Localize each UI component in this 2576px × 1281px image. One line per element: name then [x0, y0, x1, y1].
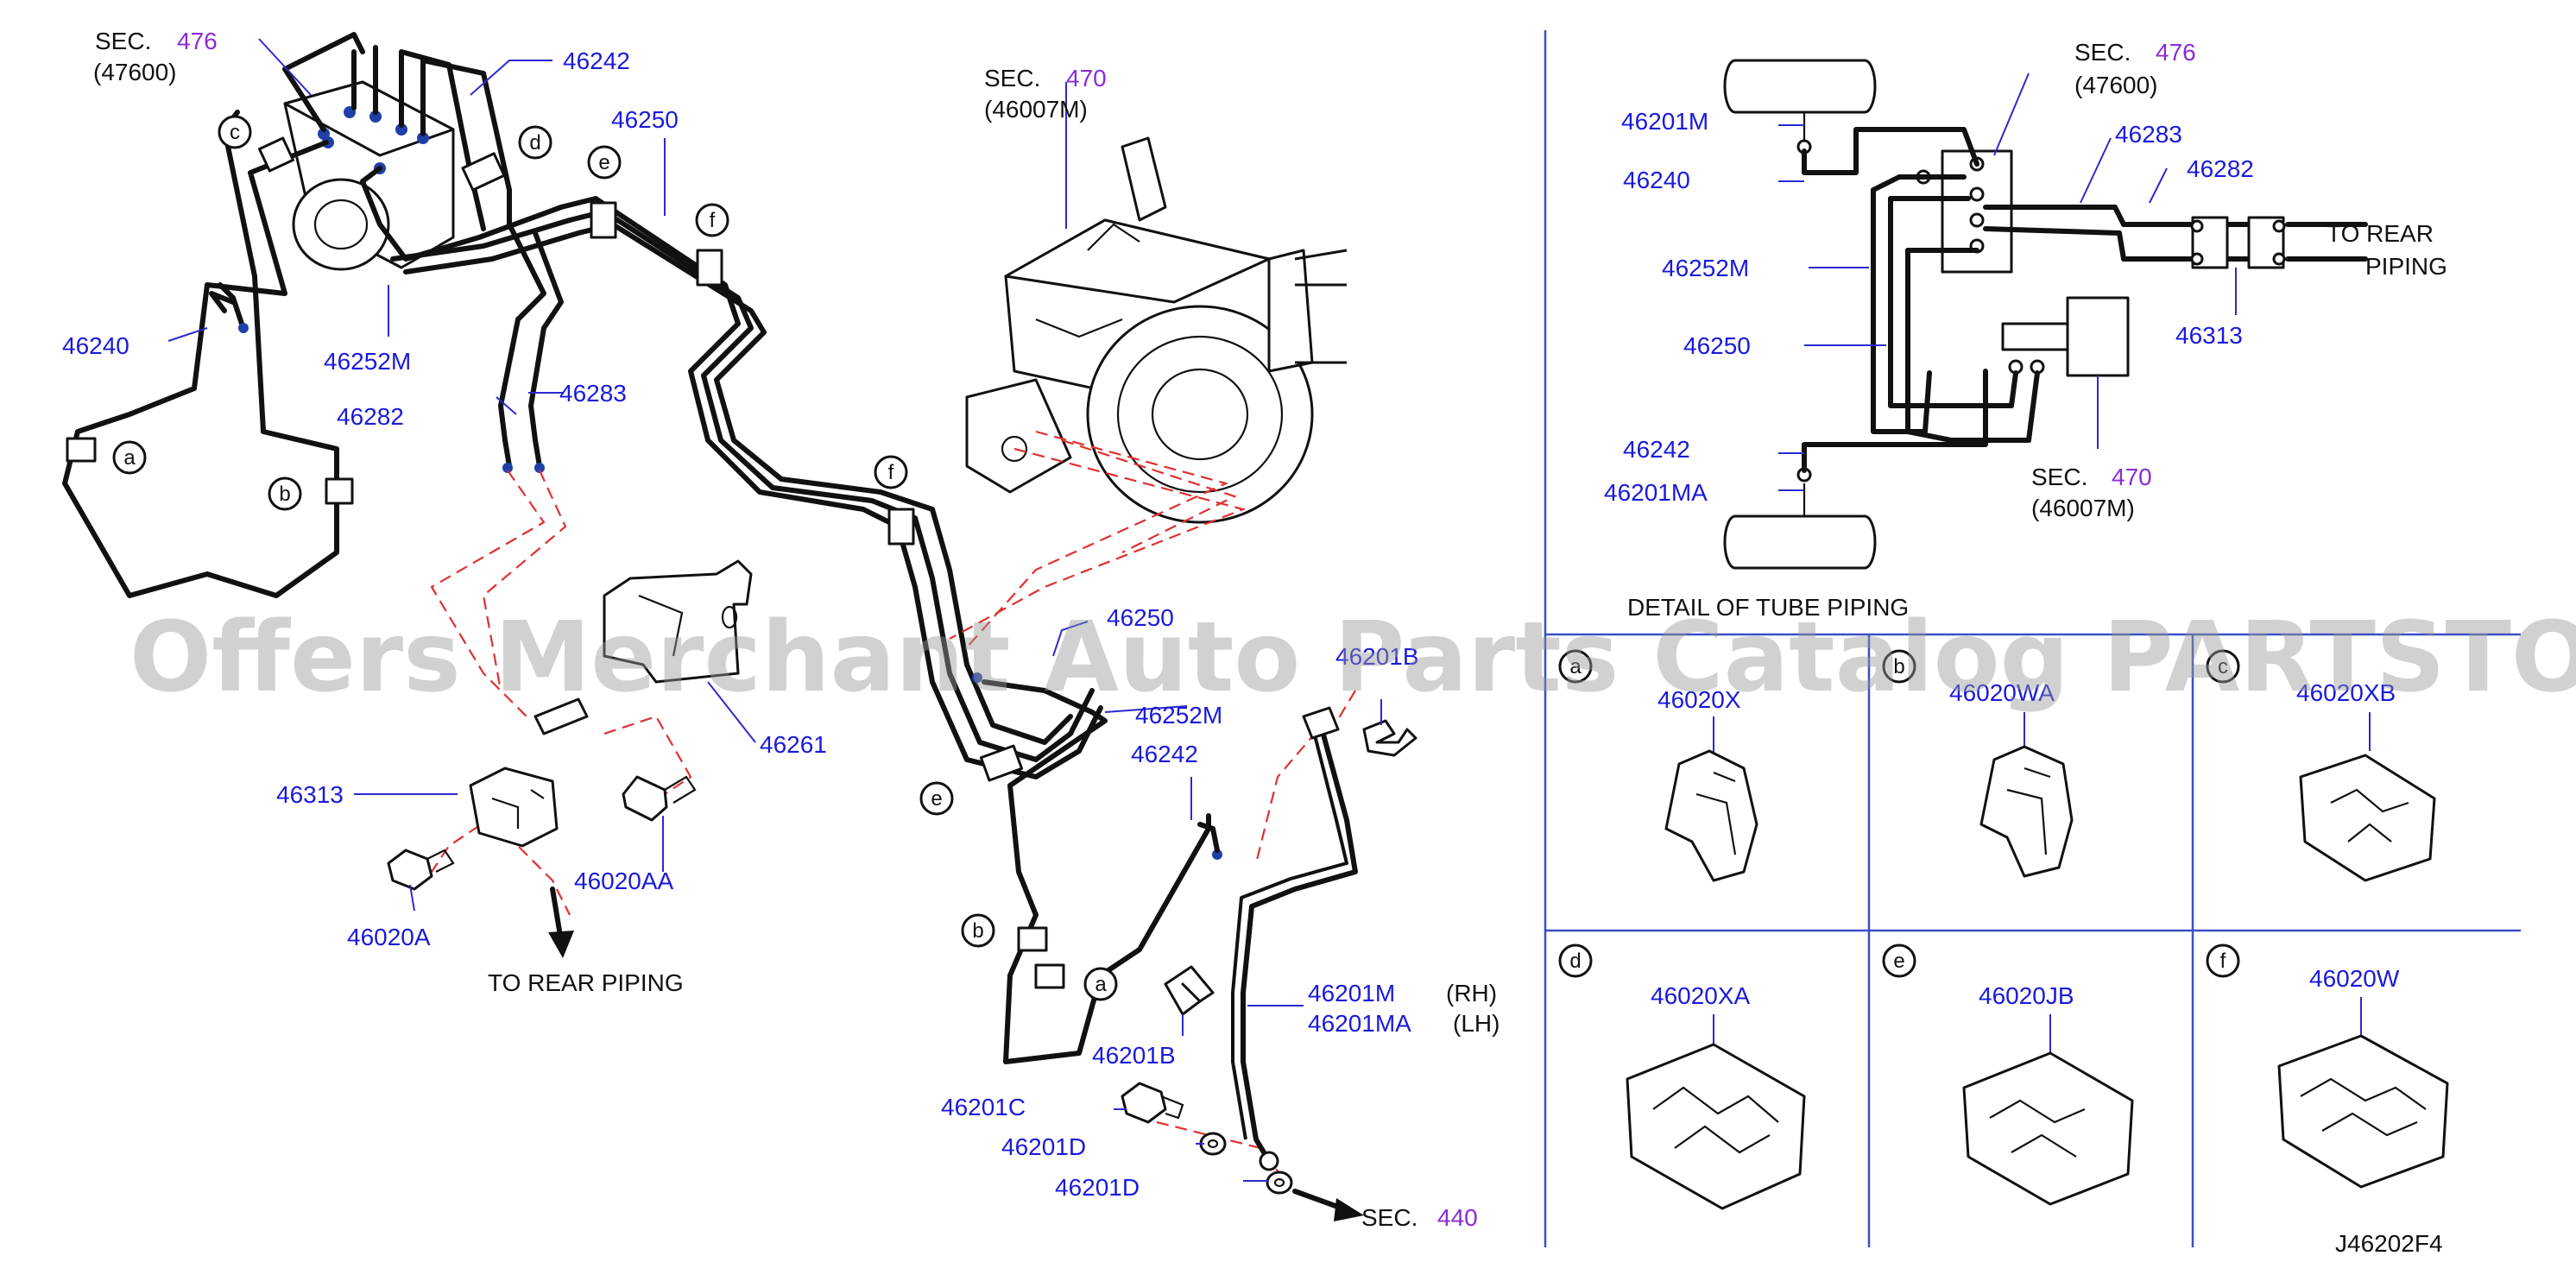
clip-a-part: 46020X	[1657, 686, 1741, 713]
sec-470-prefix: SEC.	[984, 65, 1040, 92]
label-46313: 46313	[276, 781, 344, 808]
detail-label-46252M: 46252M	[1662, 255, 1749, 281]
detail-label-46313: 46313	[2175, 322, 2243, 349]
detail-sec470-sub: (46007M)	[2031, 495, 2135, 521]
label-46252M-center: 46252M	[1135, 702, 1222, 729]
labels-left: SEC. 476 (47600) 46242 46250 46240 46252…	[62, 28, 827, 996]
label-46240: 46240	[62, 332, 129, 359]
detail-sec470-prefix: SEC.	[2031, 464, 2087, 490]
marker-e: e	[598, 151, 609, 174]
clip-cell-b: b 46020WA	[1882, 649, 2074, 878]
detail-sec476-prefix: SEC.	[2074, 39, 2131, 66]
diagram-code: J46202F4	[2335, 1230, 2443, 1257]
connector-46313	[469, 767, 559, 848]
label-46020A: 46020A	[347, 924, 431, 950]
clip-f-letter: f	[2220, 950, 2226, 973]
label-46201D-a: 46201D	[1001, 1133, 1086, 1160]
label-46252M: 46252M	[324, 348, 411, 375]
detail-label-46240: 46240	[1623, 167, 1690, 193]
sec-440-number: 440	[1437, 1204, 1478, 1231]
brake-booster-assembly	[965, 136, 1348, 524]
marker-e2: e	[931, 787, 942, 811]
sec-470-sub: (46007M)	[984, 96, 1088, 123]
panel-grid	[1544, 30, 2521, 1247]
label-46282: 46282	[337, 403, 404, 430]
detail-tube-piping	[1723, 59, 2368, 570]
marker-f: f	[710, 209, 716, 232]
label-46020AA: 46020AA	[574, 868, 674, 894]
letter-markers: c d e f a b f e b a	[112, 115, 1118, 1001]
label-46242: 46242	[563, 47, 630, 74]
clip-e-letter: e	[1893, 950, 1904, 973]
label-46201D-b: 46201D	[1055, 1174, 1140, 1201]
label-46201B-top: 46201B	[1335, 643, 1419, 670]
clip-cell-e: e 46020JB	[1882, 943, 2134, 1206]
brake-hose	[1164, 706, 1417, 1171]
clip-cell-f: f 46020W	[2206, 943, 2449, 1189]
marker-b: b	[279, 483, 290, 506]
clip-e-part: 46020JB	[1979, 982, 2074, 1009]
detail-sec476-sub: (47600)	[2074, 72, 2158, 98]
label-rh: (RH)	[1446, 980, 1497, 1006]
clip-d-letter: d	[1569, 950, 1581, 973]
sec-470-number: 470	[1066, 65, 1107, 92]
labels-detail: SEC. 476 (47600) 46201M 46240 46252M 462…	[1604, 39, 2447, 621]
detail-piping: PIPING	[2365, 253, 2447, 280]
label-46201B-bottom: 46201B	[1092, 1042, 1176, 1069]
bolts	[387, 775, 1184, 1124]
marker-c: c	[230, 121, 240, 144]
clip-b-part: 46020WA	[1949, 679, 2055, 706]
sec-476-sub: (47600)	[93, 59, 177, 85]
clip-a-letter: a	[1569, 655, 1582, 678]
marker-a2: a	[1095, 973, 1107, 996]
arrows	[548, 887, 1364, 1221]
detail-label-46250: 46250	[1683, 332, 1751, 359]
label-46201MA: 46201MA	[1308, 1010, 1411, 1037]
clip-f-part: 46020W	[2309, 965, 2400, 992]
label-46250-center: 46250	[1107, 604, 1174, 631]
clip-cell-a: a 46020X	[1558, 649, 1758, 882]
marker-b2: b	[972, 919, 983, 943]
labels-center: SEC. 470 (46007M) 46250 46252M 46242 462…	[941, 65, 1500, 1231]
label-lh: (LH)	[1453, 1010, 1500, 1037]
watermark: Offers Merchant Auto Parts Catalog PARTS…	[129, 602, 2576, 714]
marker-f2: f	[888, 461, 894, 484]
label-46250: 46250	[611, 106, 679, 133]
label-46201C: 46201C	[941, 1094, 1026, 1120]
detail-label-46242: 46242	[1623, 436, 1690, 463]
marker-d: d	[529, 131, 540, 155]
detail-sec476-number: 476	[2156, 39, 2196, 66]
clip-c-letter: c	[2218, 655, 2228, 678]
bracket-46261	[534, 559, 753, 735]
label-46242-center: 46242	[1131, 741, 1198, 767]
label-46283: 46283	[559, 380, 627, 407]
label-46201M: 46201M	[1308, 980, 1395, 1006]
marker-a: a	[123, 446, 136, 470]
clip-cell-c: c 46020XB	[2206, 649, 2436, 882]
detail-label-46283: 46283	[2115, 121, 2182, 148]
clip-d-part: 46020XA	[1651, 982, 1751, 1009]
clip-b-letter: b	[1893, 655, 1904, 678]
clip-c-part: 46020XB	[2296, 679, 2396, 706]
sec-440-prefix: SEC.	[1361, 1204, 1417, 1231]
sec-476-prefix: SEC.	[95, 28, 151, 54]
clip-cell-d: d 46020XA	[1558, 943, 1806, 1210]
detail-label-46201MA: 46201MA	[1604, 479, 1708, 506]
left-brake-tubes	[62, 32, 1222, 1064]
detail-label-46201M: 46201M	[1621, 108, 1708, 135]
detail-to-rear: TO REAR	[2327, 220, 2434, 247]
label-46261: 46261	[760, 731, 827, 758]
label-leaders	[167, 38, 1382, 1182]
clip-markers	[66, 136, 1065, 989]
detail-sec470-number: 470	[2112, 464, 2152, 490]
detail-title: DETAIL OF TUBE PIPING	[1627, 594, 1909, 621]
detail-label-46282: 46282	[2187, 155, 2254, 182]
sec-476-number: 476	[177, 28, 218, 54]
to-rear-piping-label: TO REAR PIPING	[488, 969, 684, 996]
